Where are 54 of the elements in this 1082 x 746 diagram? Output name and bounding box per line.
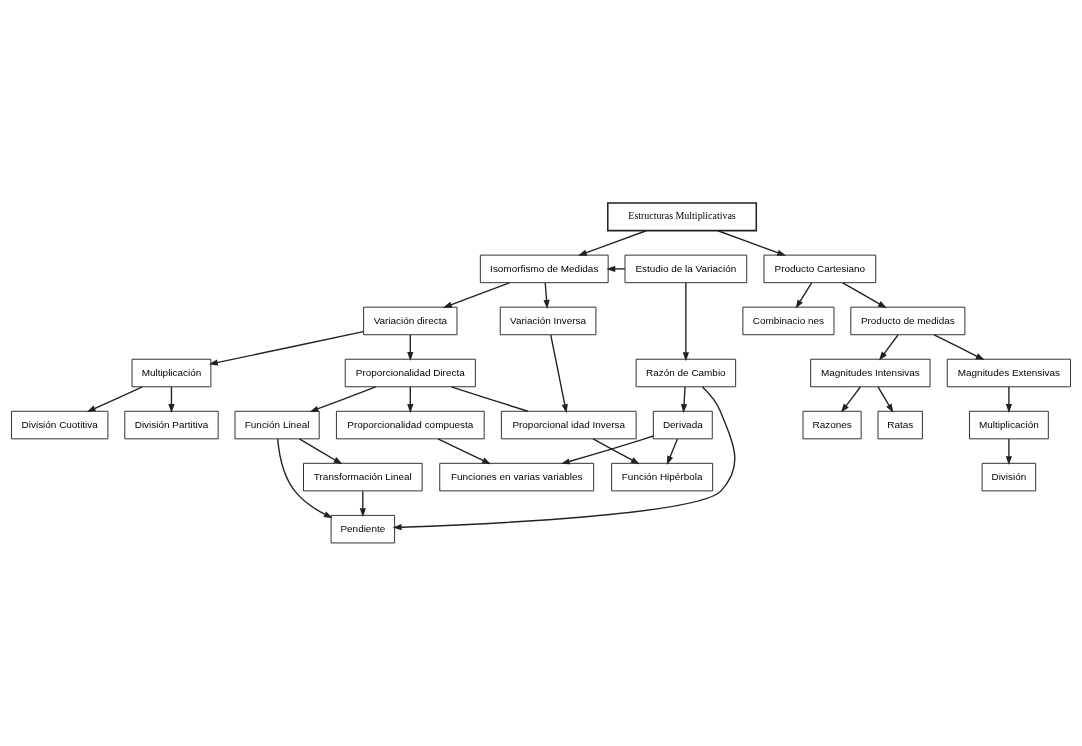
node-box: Función Hipérbola xyxy=(611,462,714,492)
node-box: Estructuras Multiplicativas xyxy=(607,202,758,232)
node-box: Combinacio nes xyxy=(742,306,835,336)
node-box: Producto de medidas xyxy=(850,306,966,336)
node-box: División Partitiva xyxy=(124,410,219,440)
arrow xyxy=(208,330,365,366)
arrow xyxy=(795,282,813,309)
node-box: Magnitudes Extensivas xyxy=(946,358,1071,388)
arrow xyxy=(680,386,688,413)
node-box: Producto Cartesiano xyxy=(763,254,877,284)
node-box: Proporcionalidad compuesta xyxy=(335,410,485,440)
node-box: Variación directa xyxy=(363,306,458,336)
node-box: Proporcional idad Inversa xyxy=(500,410,637,440)
node-box: Función Lineal xyxy=(234,410,320,440)
arrow xyxy=(298,438,343,465)
node-box: Funciones en varias variables xyxy=(439,462,595,492)
node-box: División xyxy=(981,462,1037,492)
node-box: Ratas xyxy=(877,410,923,440)
node-box: Transformación Lineal xyxy=(303,462,423,492)
node-box: Derivada xyxy=(652,410,713,440)
arrow xyxy=(842,282,887,309)
connector xyxy=(450,386,529,412)
arrow xyxy=(86,386,144,413)
arrow xyxy=(543,282,550,309)
node-box: Isomorfismo de Medidas xyxy=(479,254,609,284)
arrow xyxy=(1005,438,1013,466)
arrow xyxy=(717,230,787,256)
arrow xyxy=(550,334,568,414)
arrow xyxy=(359,490,366,518)
node-box: Multiplicación xyxy=(131,358,212,388)
node-box: Variación Inversa xyxy=(499,306,597,336)
node-box: Multiplicación xyxy=(969,410,1049,440)
node-box: Proporcionalidad Directa xyxy=(344,358,476,388)
node-box: Estudio de la Variación xyxy=(624,254,748,284)
arrow xyxy=(443,282,511,308)
node-box: División Cuotitiva xyxy=(11,410,109,440)
arrow xyxy=(933,334,985,361)
node-box: Razón de Cambio xyxy=(635,358,737,388)
arrow xyxy=(577,230,647,256)
node-box: Razones xyxy=(802,410,862,440)
arrow xyxy=(840,386,861,413)
arrow xyxy=(437,438,492,465)
node-box: Magnitudes Intensivas xyxy=(810,358,931,388)
arrow xyxy=(309,386,377,412)
arrow xyxy=(877,386,894,413)
arrow xyxy=(560,435,654,465)
arrow xyxy=(879,334,899,361)
arrow xyxy=(606,265,626,272)
arrow xyxy=(1005,386,1013,413)
arrow xyxy=(592,438,640,465)
node-box: Pendiente xyxy=(330,514,396,544)
arrow xyxy=(277,438,333,519)
arrow xyxy=(666,438,679,465)
arrow xyxy=(682,282,689,362)
